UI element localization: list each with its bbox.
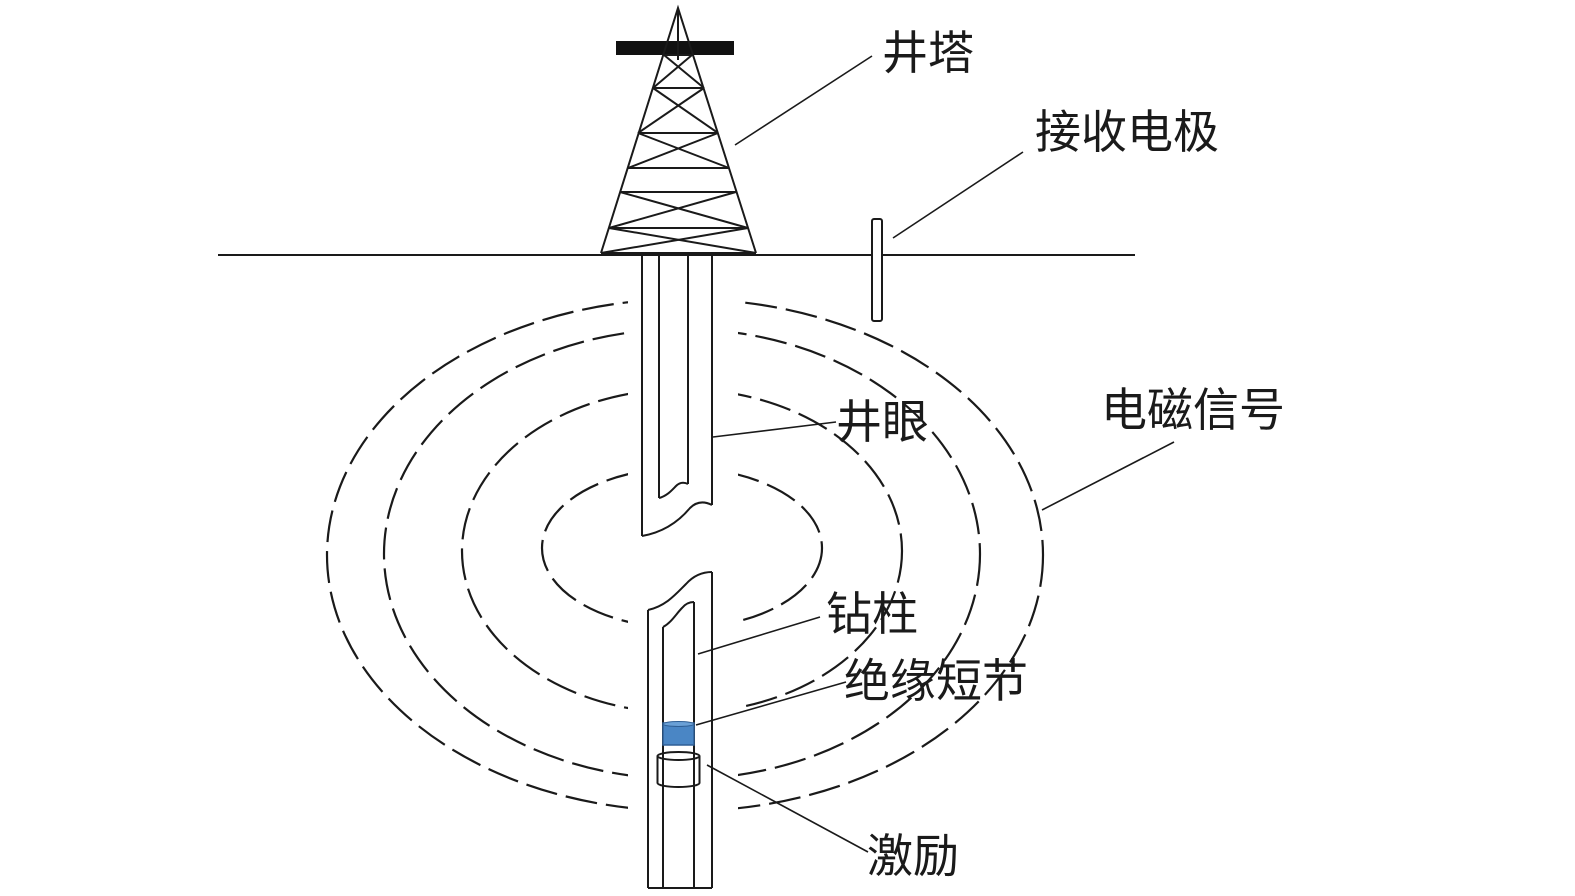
em-signal-field <box>326 300 1044 810</box>
em-ring-1 <box>540 473 628 623</box>
em-ring-3 <box>382 331 628 777</box>
break-line-upper <box>641 501 713 537</box>
label-borehole: 井眼 <box>836 395 928 449</box>
em-field-right <box>738 300 1044 810</box>
receiving-electrode <box>871 218 883 322</box>
label-insulated-sub: 绝缘短节 <box>844 654 1028 708</box>
insulated-sub <box>662 721 695 746</box>
leader-insulated-sub <box>695 681 847 726</box>
borehole-upper <box>641 256 713 537</box>
leader-borehole <box>712 421 837 438</box>
leader-drill-string <box>697 616 821 655</box>
label-derrick: 井塔 <box>882 26 974 80</box>
leader-em-signal <box>1041 441 1175 511</box>
excitation-sleeve <box>656 751 701 788</box>
break-line-lower <box>647 571 713 611</box>
leader-derrick <box>734 55 873 146</box>
label-em-signal: 电磁信号 <box>1101 383 1285 437</box>
crown-block <box>616 41 734 55</box>
label-drill-string: 钻柱 <box>826 587 918 641</box>
em-ring-4 <box>326 301 628 809</box>
leader-receiving-electrode <box>892 151 1024 239</box>
derrick <box>600 4 757 256</box>
em-field-left <box>326 301 628 809</box>
label-receiving-electrode: 接收电极 <box>1035 105 1219 159</box>
em-ring-2 <box>460 392 628 710</box>
label-excitation: 激励 <box>867 829 959 883</box>
leader-excitation <box>706 764 869 853</box>
leader-lines <box>695 55 1175 853</box>
